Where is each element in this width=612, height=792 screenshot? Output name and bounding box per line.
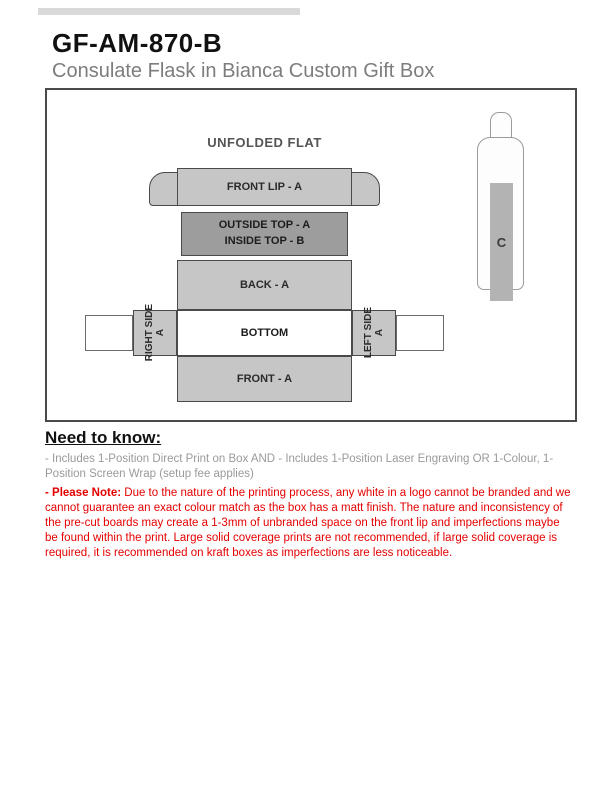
panel-right-side-labels: RIGHT SIDE A bbox=[143, 304, 166, 362]
panel-left-side: LEFT SIDE A bbox=[352, 307, 396, 359]
please-note-body: Due to the nature of the printing proces… bbox=[45, 487, 571, 559]
flask-body: C bbox=[477, 137, 524, 301]
panel-right-side-suffix: A bbox=[154, 329, 166, 337]
page-subtitle: Consulate Flask in Bianca Custom Gift Bo… bbox=[52, 60, 435, 82]
right-glue-tab bbox=[396, 315, 444, 351]
panel-right-side: RIGHT SIDE A bbox=[133, 304, 177, 362]
flask-position-label: C bbox=[496, 234, 507, 250]
diagram-heading: UNFOLDED FLAT bbox=[207, 135, 322, 150]
panel-bottom-label: BOTTOM bbox=[240, 327, 289, 339]
please-note-lead: - Please Note: bbox=[45, 487, 122, 499]
need-to-know-heading: Need to know: bbox=[45, 428, 162, 447]
need-to-know-notes: - Includes 1-Position Direct Print on Bo… bbox=[45, 452, 573, 565]
panel-inside-top-label: INSIDE TOP - B bbox=[224, 235, 305, 247]
panel-outside-top-label: OUTSIDE TOP - A bbox=[218, 219, 311, 232]
panel-front-lip: FRONT LIP - A bbox=[177, 168, 352, 206]
flask-brand-area: C bbox=[490, 183, 513, 301]
page-title: GF-AM-870-B bbox=[52, 28, 223, 58]
panel-outside-top: OUTSIDE TOP - A INSIDE TOP - B bbox=[181, 212, 348, 256]
panel-front-lip-label: FRONT LIP - A bbox=[226, 181, 303, 193]
includes-note: - Includes 1-Position Direct Print on Bo… bbox=[45, 453, 554, 480]
please-note: - Please Note: Due to the nature of the … bbox=[45, 486, 573, 561]
panel-front: FRONT - A bbox=[177, 356, 352, 402]
left-glue-tab bbox=[85, 315, 133, 351]
panel-back-label: BACK - A bbox=[239, 279, 290, 291]
panel-right-side-label: RIGHT SIDE bbox=[143, 304, 155, 362]
front-lip-left-flap bbox=[149, 172, 179, 206]
panel-left-side-suffix: A bbox=[373, 329, 385, 337]
panel-left-side-label: LEFT SIDE bbox=[362, 307, 374, 359]
front-lip-right-flap bbox=[350, 172, 380, 206]
flask-illustration: C bbox=[477, 112, 525, 301]
panel-front-label: FRONT - A bbox=[236, 373, 293, 385]
panel-back: BACK - A bbox=[177, 260, 352, 310]
flask-cap bbox=[490, 112, 512, 139]
dieline-diagram-frame: UNFOLDED FLAT FRONT LIP - A OUTSIDE TOP … bbox=[45, 88, 577, 422]
top-divider-bar bbox=[38, 8, 300, 15]
panel-left-side-labels: LEFT SIDE A bbox=[362, 307, 385, 359]
panel-bottom: BOTTOM bbox=[177, 310, 352, 356]
